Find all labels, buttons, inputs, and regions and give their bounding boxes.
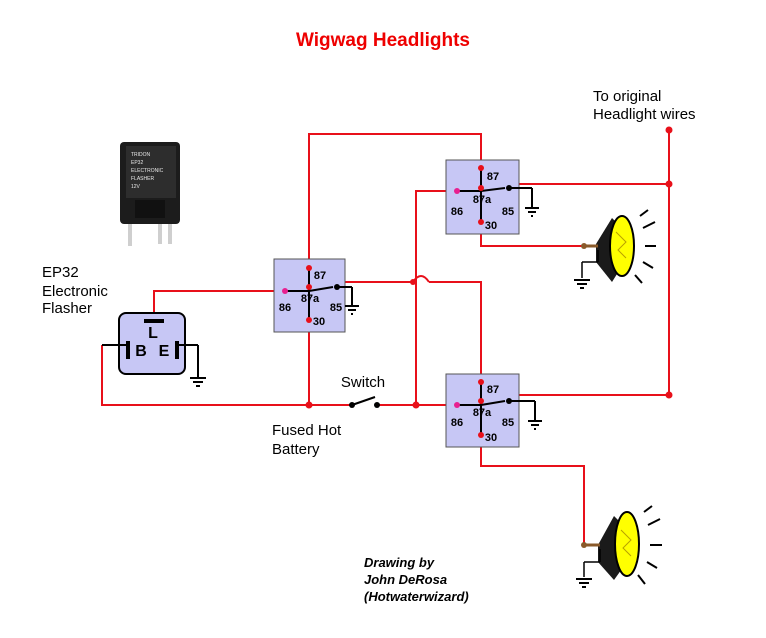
- ground-icon: [576, 578, 592, 588]
- svg-text:ELECTRONIC: ELECTRONIC: [131, 168, 164, 174]
- relay-bottom-pin-87a: 87a: [473, 407, 492, 419]
- svg-text:TRIDON: TRIDON: [131, 152, 151, 158]
- wire-flasher-b-to-battery: [101, 345, 352, 406]
- relay-left-pin-85: 85: [330, 302, 342, 314]
- svg-text:FLASHER: FLASHER: [131, 176, 154, 182]
- ground-icon: [574, 279, 590, 289]
- relay-left-pin-87a: 87a: [301, 293, 320, 305]
- credit-line1: Drawing by: [364, 555, 435, 570]
- headlight-icon-top: [574, 209, 656, 289]
- relay-top-pin-86: 86: [451, 206, 463, 218]
- flasher-label: EP32 Electronic Flasher: [42, 264, 108, 317]
- fused-hot-label-line1: Fused Hot: [272, 422, 342, 439]
- ground-icon: [345, 305, 359, 315]
- relay-left-pin-87: 87: [314, 270, 326, 282]
- original-wires-label-line2: Headlight wires: [593, 106, 696, 123]
- original-wires-label-line1: To original: [593, 88, 661, 105]
- diagram-title: Wigwag Headlights: [296, 30, 470, 51]
- light-rays: [634, 209, 656, 284]
- wire-left87a-to-bottom87: [429, 281, 482, 396]
- wires: [101, 130, 670, 545]
- flasher-photo: TRIDON EP32 ELECTRONIC FLASHER 12V: [120, 142, 180, 246]
- flasher-symbol: L B E: [102, 312, 206, 387]
- switch: Switch: [341, 374, 385, 406]
- svg-text:EP32: EP32: [131, 160, 143, 166]
- ground-icon: [525, 207, 539, 217]
- relay-bottom-pin-30: 30: [485, 432, 497, 444]
- wire-left87-to-top87: [308, 133, 482, 268]
- relay-bottom-pin-87: 87: [487, 384, 499, 396]
- ground-icon: [528, 420, 542, 430]
- wire-bottom30-to-lamp: [480, 435, 585, 545]
- svg-text:12V: 12V: [131, 184, 141, 190]
- relay-left-pin-86: 86: [279, 302, 291, 314]
- switch-label: Switch: [341, 374, 385, 391]
- relay-bottom-pin-86: 86: [451, 417, 463, 429]
- headlight-icon-bottom: [576, 505, 662, 588]
- credit-line3: (Hotwaterwizard): [364, 589, 469, 604]
- relay-left-pin-30: 30: [313, 316, 325, 328]
- ground-icon: [190, 377, 206, 387]
- flasher-label-line3: Flasher: [42, 300, 92, 317]
- relay-bottom: 87 87a 86 85 30: [445, 373, 542, 448]
- relay-left: 87 87a 86 85 30: [273, 258, 359, 333]
- flasher-terminal-b: B: [135, 343, 147, 360]
- relay-top-pin-85: 85: [502, 206, 514, 218]
- flasher-label-line2: Electronic: [42, 283, 108, 300]
- flasher-terminal-e: E: [159, 343, 170, 360]
- fused-hot-label-line2: Battery: [272, 441, 320, 458]
- light-rays: [637, 505, 662, 585]
- relay-bottom-pin-85: 85: [502, 417, 514, 429]
- relay-top-pin-30: 30: [485, 220, 497, 232]
- wire-flasher-l-to-left86: [153, 290, 285, 318]
- flasher-label-line1: EP32: [42, 264, 79, 281]
- relay-top: 87 87a 86 85 30: [445, 159, 539, 235]
- relay-top-pin-87: 87: [487, 171, 499, 183]
- junction-dots: [305, 126, 673, 409]
- credit-line2: John DeRosa: [364, 572, 447, 587]
- wire-switch-to-top86: [415, 190, 457, 405]
- relay-top-pin-87a: 87a: [473, 194, 492, 206]
- flasher-terminal-l: L: [148, 325, 158, 342]
